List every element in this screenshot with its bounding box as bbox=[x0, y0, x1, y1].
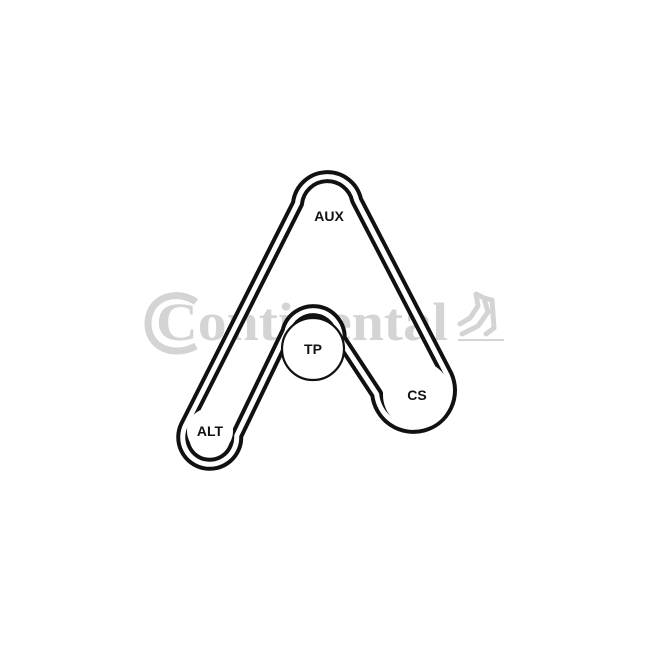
horse-icon bbox=[457, 291, 497, 337]
pulley-cs: CS bbox=[383, 361, 451, 429]
tensioner-pulley-circle bbox=[280, 316, 346, 382]
pulley-label-tp: TP bbox=[304, 341, 322, 357]
pulley-label-aux: AUX bbox=[314, 208, 344, 224]
belt bbox=[176, 170, 457, 471]
pulley-label-cs: CS bbox=[407, 387, 426, 403]
pulley-aux: AUX bbox=[303, 191, 353, 241]
pulley-alt: ALT bbox=[187, 408, 233, 454]
pulley-label-alt: ALT bbox=[197, 423, 224, 439]
pulley-tp: TP bbox=[280, 316, 346, 382]
watermark-c-swash bbox=[144, 292, 199, 355]
belt-inner-line bbox=[180, 174, 453, 467]
